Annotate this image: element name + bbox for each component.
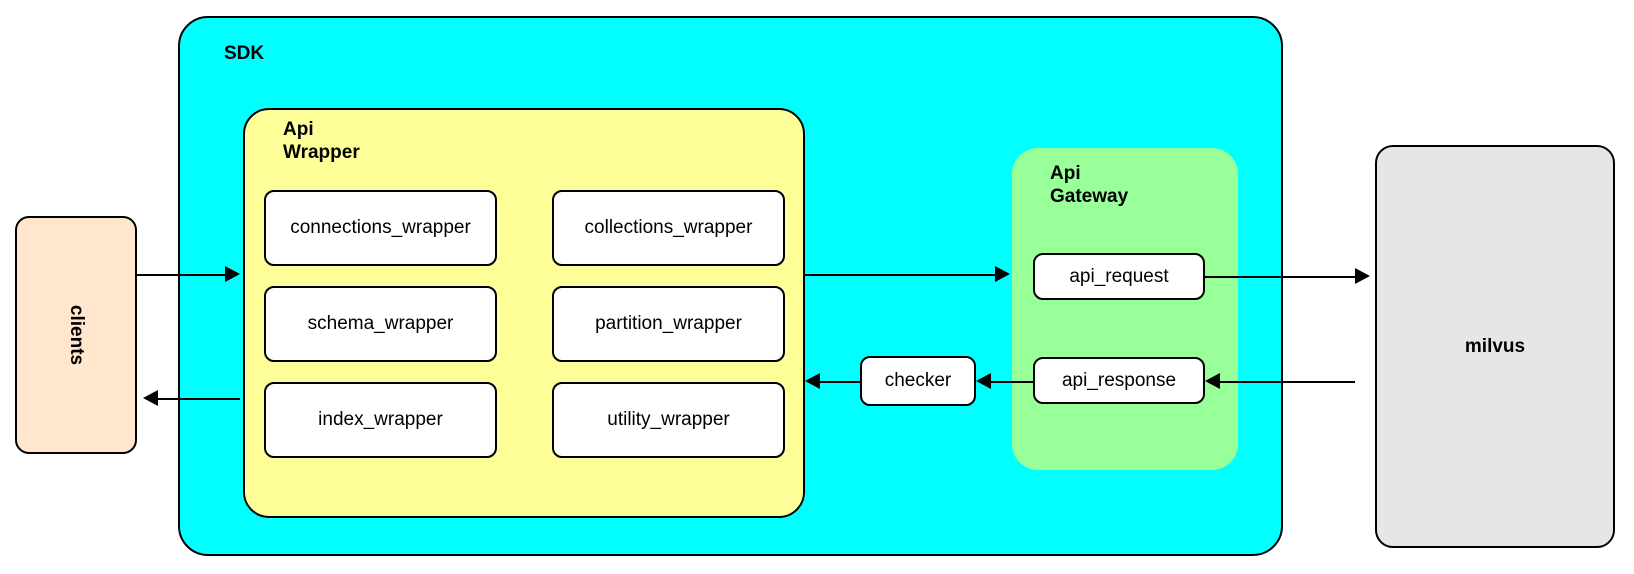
edge-line bbox=[1205, 276, 1355, 278]
connections-wrapper-node[interactable]: connections_wrapper bbox=[264, 190, 497, 266]
arrow-right-icon bbox=[1355, 268, 1370, 284]
edge-line bbox=[820, 381, 860, 383]
edge-line bbox=[803, 274, 995, 276]
checker-node[interactable]: checker bbox=[860, 356, 976, 406]
api-request-node[interactable]: api_request bbox=[1033, 253, 1205, 300]
arrow-left-icon bbox=[976, 373, 991, 389]
edge-line bbox=[158, 398, 240, 400]
edge-line bbox=[1220, 381, 1355, 383]
partition-wrapper-node[interactable]: partition_wrapper bbox=[552, 286, 785, 362]
clients-label: clients bbox=[65, 304, 87, 366]
milvus-node[interactable]: milvus bbox=[1375, 145, 1615, 548]
clients-node[interactable]: clients bbox=[15, 216, 137, 454]
schema-wrapper-node[interactable]: schema_wrapper bbox=[264, 286, 497, 362]
api-gateway-title: Api Gateway bbox=[1050, 163, 1129, 208]
arrow-left-icon bbox=[1205, 373, 1220, 389]
api-wrapper-title: Api Wrapper bbox=[283, 119, 360, 164]
arrow-left-icon bbox=[143, 390, 158, 406]
arrow-left-icon bbox=[805, 373, 820, 389]
index-wrapper-node[interactable]: index_wrapper bbox=[264, 382, 497, 458]
arrow-right-icon bbox=[225, 266, 240, 282]
utility-wrapper-node[interactable]: utility_wrapper bbox=[552, 382, 785, 458]
milvus-label: milvus bbox=[1464, 335, 1526, 357]
arrow-right-icon bbox=[995, 266, 1010, 282]
collections-wrapper-node[interactable]: collections_wrapper bbox=[552, 190, 785, 266]
edge-line bbox=[137, 274, 225, 276]
edge-line bbox=[991, 381, 1033, 383]
api-gateway-container[interactable]: Api Gateway bbox=[1012, 148, 1238, 470]
sdk-title: SDK bbox=[224, 43, 265, 64]
api-response-node[interactable]: api_response bbox=[1033, 357, 1205, 404]
